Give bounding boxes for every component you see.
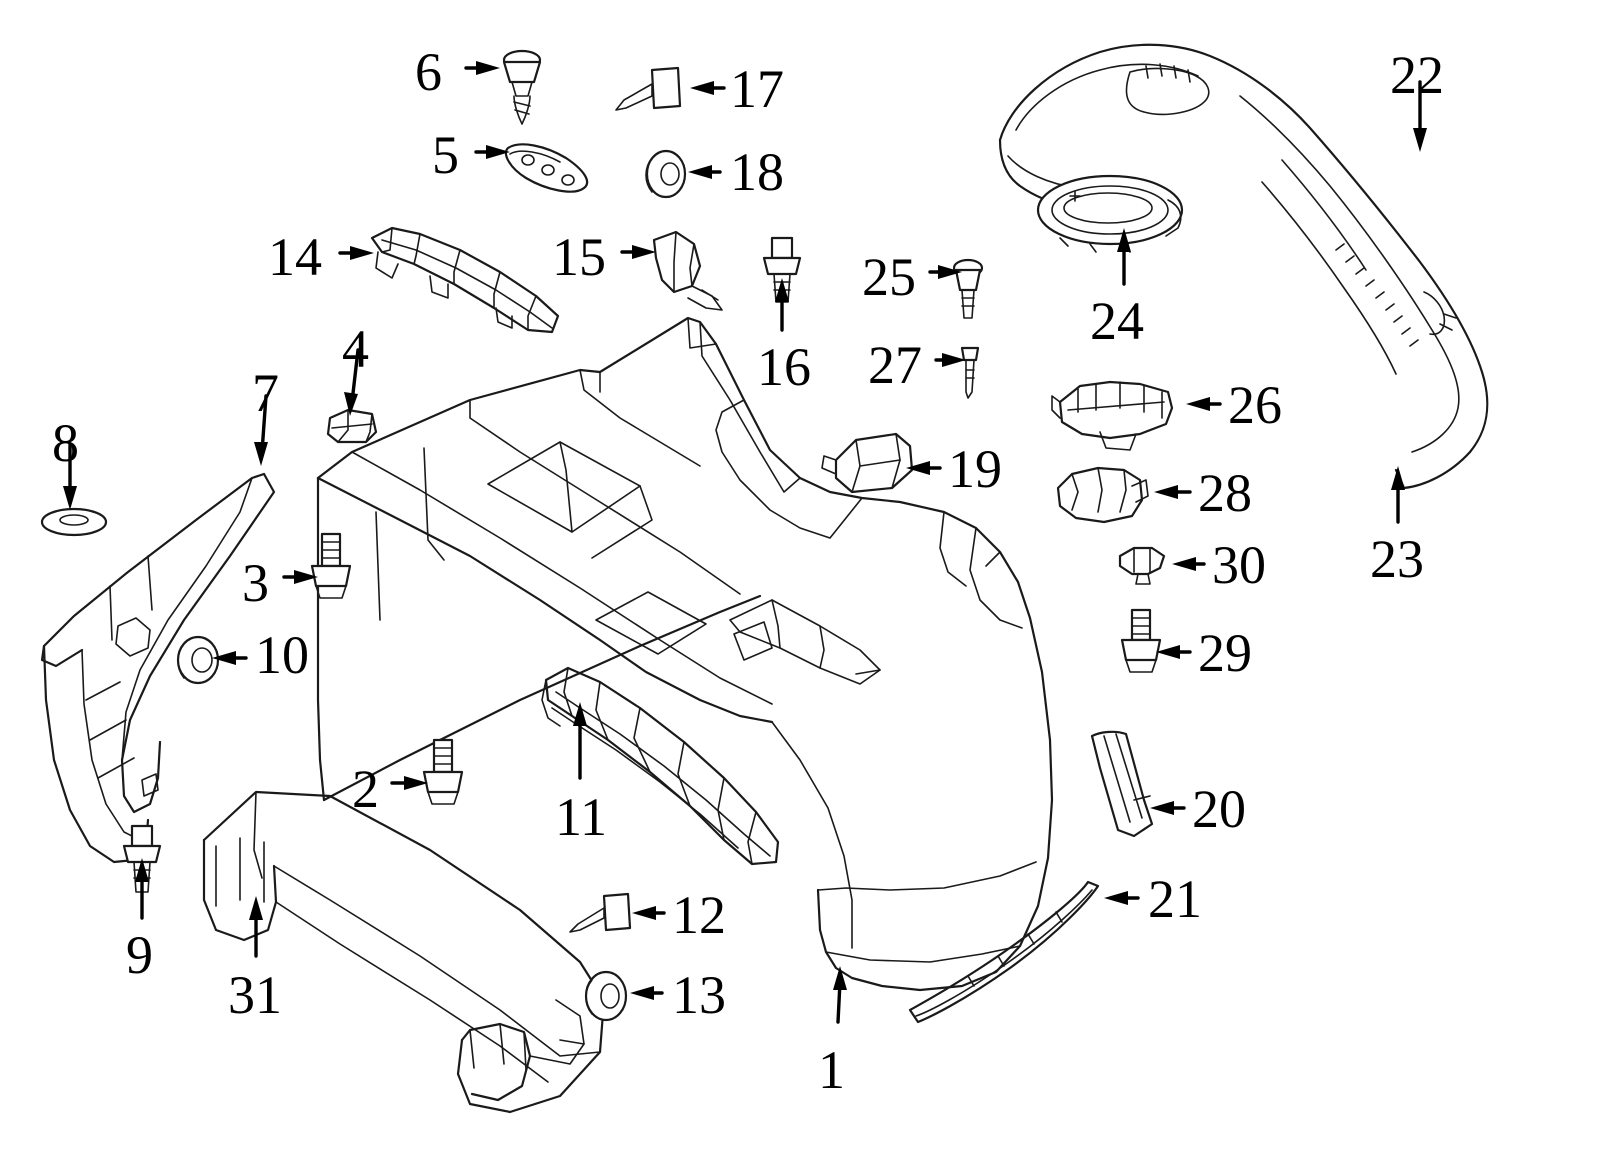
part-15-clip <box>652 230 723 311</box>
part-29-bolt <box>1120 608 1162 673</box>
part-14-guide <box>370 226 560 334</box>
part-27-pin <box>960 346 980 399</box>
callout-4[interactable]: 4 <box>342 319 369 379</box>
callout-8[interactable]: 8 <box>52 413 79 473</box>
part-25-bolt <box>952 258 984 319</box>
part-2-bolt <box>422 738 464 805</box>
callout-17[interactable]: 17 <box>730 59 784 119</box>
part-7-side-bracket <box>40 472 276 864</box>
part-10-nut <box>176 635 220 685</box>
callout-28[interactable]: 28 <box>1198 463 1252 523</box>
part-8-grommet <box>40 507 108 537</box>
part-18-grommet <box>645 149 687 199</box>
callout-5[interactable]: 5 <box>432 125 459 185</box>
part-12-pin <box>569 892 632 933</box>
part-9-bolt <box>122 824 162 893</box>
callout-20[interactable]: 20 <box>1192 779 1246 839</box>
callout-1[interactable]: 1 <box>818 1040 845 1100</box>
callout-22[interactable]: 22 <box>1390 45 1444 105</box>
leader-lines <box>63 61 1427 1024</box>
callout-16[interactable]: 16 <box>757 337 811 397</box>
part-19-module <box>821 432 914 494</box>
part-13-grommet <box>584 970 628 1022</box>
callout-24[interactable]: 24 <box>1090 291 1144 351</box>
callout-3[interactable]: 3 <box>242 553 269 613</box>
part-1-bumper-cover <box>316 316 1054 992</box>
callout-13[interactable]: 13 <box>672 965 726 1025</box>
callout-30[interactable]: 30 <box>1212 535 1266 595</box>
part-5-plate <box>504 143 589 193</box>
part-28-holder <box>1056 466 1149 524</box>
part-30-clip <box>1118 546 1166 585</box>
callout-11[interactable]: 11 <box>555 787 607 847</box>
part-16-bolt <box>762 236 802 303</box>
part-3-bolt <box>310 532 352 599</box>
part-31-impact-bar <box>202 790 606 1114</box>
part-24-reflector <box>1036 174 1184 253</box>
callout-27[interactable]: 27 <box>868 335 922 395</box>
callout-2[interactable]: 2 <box>352 759 379 819</box>
callout-6[interactable]: 6 <box>415 42 442 102</box>
part-22-lower-valance <box>998 43 1489 490</box>
part-21-molding <box>908 880 1100 1024</box>
callout-29[interactable]: 29 <box>1198 623 1252 683</box>
callout-9[interactable]: 9 <box>126 925 153 985</box>
callout-23[interactable]: 23 <box>1370 529 1424 589</box>
part-6-screw <box>502 49 542 125</box>
callout-14[interactable]: 14 <box>268 227 322 287</box>
callout-12[interactable]: 12 <box>672 885 726 945</box>
callout-7[interactable]: 7 <box>252 363 279 423</box>
callout-19[interactable]: 19 <box>948 439 1002 499</box>
part-26-bracket <box>1051 380 1174 451</box>
callout-26[interactable]: 26 <box>1228 375 1282 435</box>
callout-10[interactable]: 10 <box>255 625 309 685</box>
callout-31[interactable]: 31 <box>228 965 282 1025</box>
callout-18[interactable]: 18 <box>730 142 784 202</box>
callout-25[interactable]: 25 <box>862 247 916 307</box>
part-4-clip <box>326 408 378 444</box>
callout-15[interactable]: 15 <box>552 227 606 287</box>
callout-21[interactable]: 21 <box>1148 869 1202 929</box>
part-17-pin <box>615 66 682 111</box>
part-20-trim <box>1090 730 1154 838</box>
